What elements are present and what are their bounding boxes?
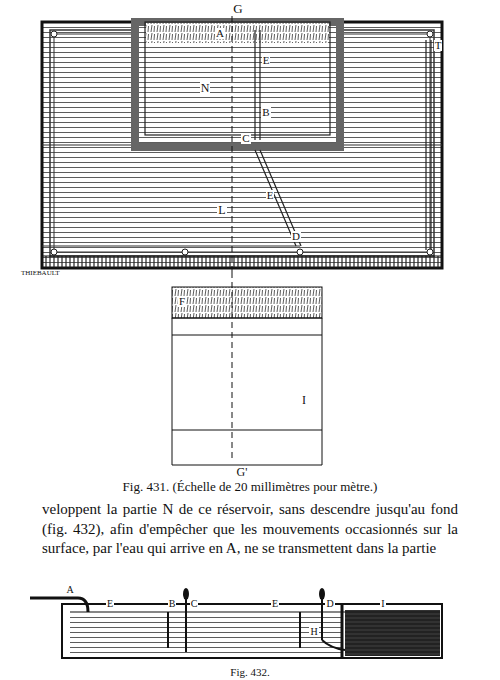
part-letter: A (215, 28, 225, 39)
part-letter: G (232, 2, 243, 15)
part-letter: E (106, 599, 114, 609)
part-letter: I (380, 599, 385, 609)
part-letter: B (168, 599, 177, 609)
part-letter: D (291, 231, 301, 242)
part-letter: T (434, 40, 443, 51)
figure-caption: Fig. 431. (Échelle de 20 millimètres pou… (122, 480, 379, 493)
part-letter: L (217, 204, 226, 216)
part-letter: G' (236, 466, 249, 478)
part-letter: F (178, 296, 186, 307)
part-letter: Fig. 432. (229, 667, 270, 678)
plan-view (42, 16, 442, 465)
part-letter: A (65, 585, 74, 595)
part-letter: E (262, 55, 271, 66)
body-text: veloppent la partie N de ce réservoir, s… (42, 500, 458, 559)
part-letter: B (261, 107, 270, 118)
part-letter: E (266, 190, 275, 201)
part-letter: E (271, 599, 279, 609)
part-letter: C (241, 133, 250, 144)
part-letter: C (190, 599, 199, 609)
section-view (30, 588, 442, 658)
part-letter: THIEBAULT (20, 270, 61, 277)
part-letter: N (200, 82, 211, 94)
part-letter: I (301, 394, 307, 406)
part-letter: H (309, 627, 318, 637)
part-letter: D (325, 599, 334, 609)
